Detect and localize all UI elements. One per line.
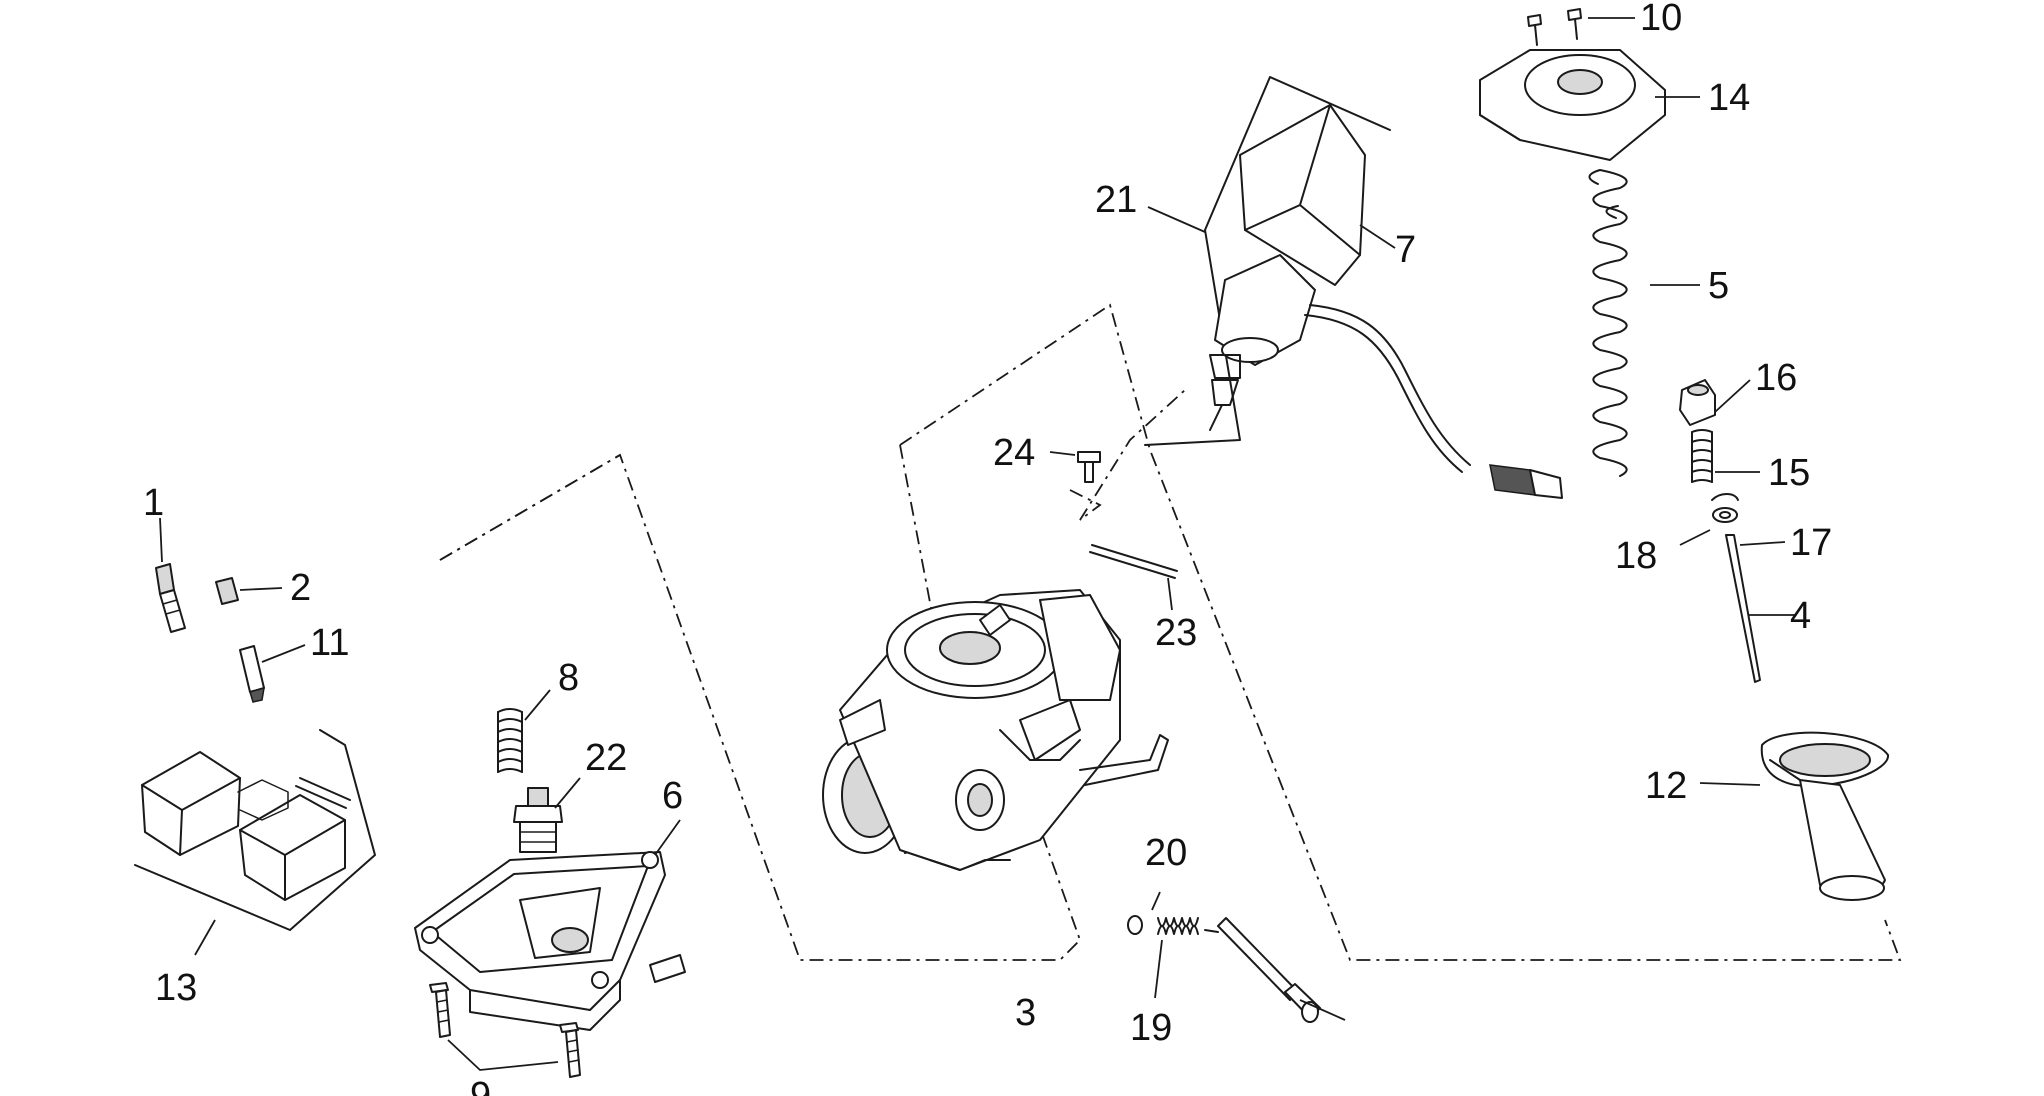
float-valve-shape: [513, 787, 563, 853]
bowl-spring-shape: [497, 708, 523, 773]
choke-body-shape: [1214, 254, 1316, 366]
o-ring-shape: [1127, 915, 1143, 935]
screw-outline: [1069, 389, 1186, 521]
jet-parts: [155, 563, 265, 703]
leader-lines: [159, 17, 1795, 1071]
carburetor-body-shape: [822, 589, 1169, 871]
float-part: [134, 729, 376, 931]
part-label-15: 15: [1768, 452, 1810, 494]
part-labels: 1 2 3 4 5 6 7 8 9 10 11 12 13 14 15 16 1…: [143, 0, 1832, 1096]
slide-spring-shape: [1588, 169, 1628, 477]
auto-choke-parts: [1144, 76, 1563, 499]
pin-23-shape: [1089, 551, 1176, 579]
needle-clip-shape: [1711, 493, 1739, 501]
body-outline: [899, 303, 1902, 961]
part-label-11: 11: [310, 622, 349, 664]
part-label-9: 9: [470, 1075, 491, 1096]
part-label-23: 23: [1155, 612, 1197, 654]
jet-needle-shape: [1725, 534, 1761, 683]
choke-bracket-line: [1144, 76, 1391, 446]
part-label-16: 16: [1755, 357, 1797, 399]
part-label-5: 5: [1708, 265, 1729, 307]
idle-spring-shape: [1157, 917, 1199, 935]
float-bowl-outline: [439, 453, 1082, 961]
cap-screw-a-shape: [1527, 14, 1542, 27]
part-label-18: 18: [1615, 535, 1657, 577]
part-label-8: 8: [558, 657, 579, 699]
choke-connector-shape: [1489, 464, 1536, 496]
part-label-14: 14: [1708, 77, 1750, 119]
part-label-3: 3: [1015, 992, 1036, 1034]
small-screw-parts: [1077, 451, 1178, 579]
part-label-6: 6: [662, 775, 683, 817]
part-label-2: 2: [290, 567, 311, 609]
pilot-jet-shape: [155, 563, 175, 595]
cap-screw-b-shape: [1567, 8, 1582, 21]
needle-spring-shape: [1691, 429, 1713, 483]
needle-washer-shape: [1712, 507, 1738, 523]
part-label-4: 4: [1790, 595, 1811, 637]
part-label-10: 10: [1640, 0, 1682, 39]
part-label-13: 13: [155, 967, 197, 1009]
screw-24-shape: [1077, 451, 1101, 463]
choke-cable-shape: [1309, 304, 1471, 466]
part-label-12: 12: [1645, 765, 1687, 807]
float-bowl-shape: [414, 851, 686, 1031]
top-cover-shape: [1479, 49, 1666, 161]
main-jet-shape: [215, 577, 239, 605]
part-label-20: 20: [1145, 832, 1187, 874]
part-label-17: 17: [1790, 522, 1832, 564]
part-label-21: 21: [1095, 179, 1137, 221]
part-label-1: 1: [143, 482, 164, 524]
part-label-22: 22: [585, 737, 627, 779]
slide-assembly-parts: [1479, 8, 1889, 901]
bowl-screws-shape: [429, 982, 581, 1078]
needle-jet-shape: [239, 645, 265, 693]
part-label-7: 7: [1395, 229, 1416, 271]
float-bowl-parts: [414, 708, 686, 1078]
part-label-24: 24: [993, 432, 1035, 474]
part-label-19: 19: [1130, 1007, 1172, 1049]
idle-screw-shape: [1204, 917, 1321, 1023]
